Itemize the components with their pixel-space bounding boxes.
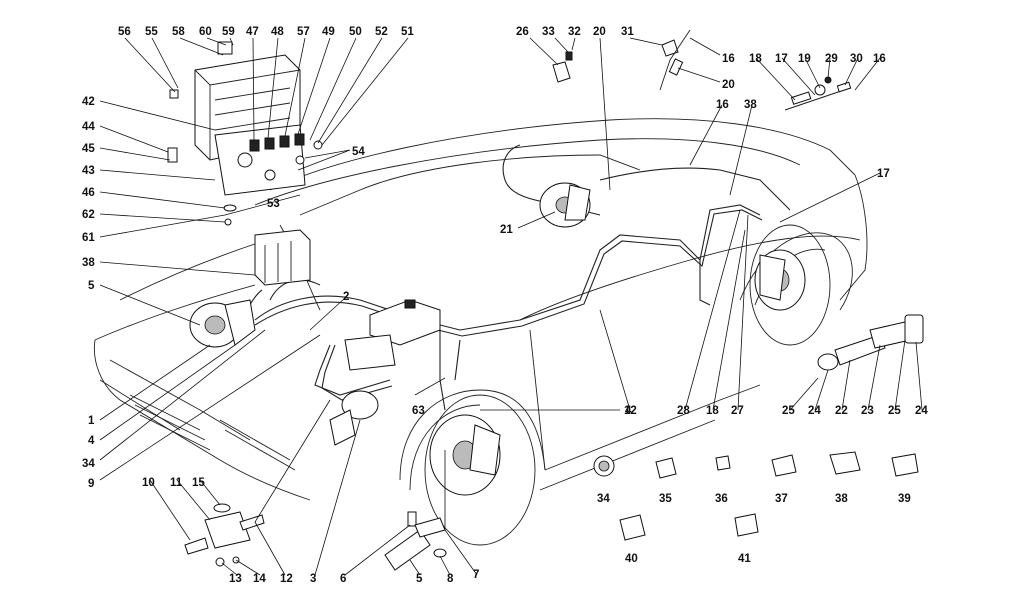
callout-12-right: 12 (624, 405, 637, 417)
callout-14: 14 (253, 573, 266, 585)
callout-57: 57 (297, 26, 310, 38)
callout-6: 6 (340, 573, 346, 585)
callout-22: 22 (835, 405, 848, 417)
callout-16-top: 16 (722, 53, 735, 65)
callout-31: 31 (621, 26, 634, 38)
callout-20-mid: 20 (722, 79, 735, 91)
clip-parts-row (593, 451, 919, 541)
callout-44: 44 (82, 121, 95, 133)
callout-46: 46 (82, 187, 95, 199)
callout-5-left: 5 (88, 280, 95, 292)
callout-23: 23 (861, 405, 874, 417)
callout-63: 63 (412, 405, 425, 417)
callout-53: 53 (267, 198, 280, 210)
callout-15: 15 (192, 477, 205, 489)
callout-11: 11 (170, 477, 183, 489)
callout-41: 41 (738, 553, 751, 565)
callout-33: 33 (542, 26, 555, 38)
callout-32: 32 (568, 26, 581, 38)
callout-61: 61 (82, 232, 95, 244)
callout-25-left: 25 (782, 405, 795, 417)
callout-45: 45 (82, 143, 95, 155)
callout-36: 36 (715, 493, 728, 505)
callout-28: 28 (677, 405, 690, 417)
callout-2: 2 (343, 291, 349, 303)
callout-62: 62 (82, 209, 95, 221)
callout-24-left: 24 (808, 405, 821, 417)
callout-43: 43 (82, 165, 95, 177)
callout-56: 56 (118, 26, 131, 38)
callout-3: 3 (310, 573, 316, 585)
callout-55: 55 (145, 26, 158, 38)
callout-12-left: 12 (280, 573, 293, 585)
callout-38-right: 38 (835, 493, 848, 505)
callout-38-mid: 38 (744, 99, 757, 111)
callout-10: 10 (142, 477, 155, 489)
callout-25-right: 25 (888, 405, 901, 417)
callout-labels: 56 55 58 60 59 47 48 57 49 50 52 51 42 4… (82, 26, 928, 585)
wheel-speed-sensor (384, 511, 447, 571)
callout-19: 19 (798, 53, 811, 65)
brake-cylinder-assembly (817, 314, 924, 371)
callout-48: 48 (271, 26, 284, 38)
callout-39: 39 (898, 493, 911, 505)
brake-pipes (239, 144, 791, 411)
callout-34-left: 34 (82, 458, 95, 470)
callout-26: 26 (516, 26, 529, 38)
callout-30: 30 (850, 53, 863, 65)
callout-18-top: 18 (749, 53, 762, 65)
brake-valve-block (184, 503, 265, 567)
callout-1: 1 (88, 415, 95, 427)
master-cylinder (329, 299, 441, 446)
brake-fittings-top-right (784, 76, 852, 111)
callout-60: 60 (199, 26, 212, 38)
callout-13: 13 (229, 573, 242, 585)
callout-50: 50 (349, 26, 362, 38)
callout-5-bottom: 5 (416, 573, 423, 585)
callout-40: 40 (625, 553, 638, 565)
callout-35: 35 (659, 493, 672, 505)
front-left-brake-disc (189, 299, 256, 348)
callout-9: 9 (88, 478, 94, 490)
rear-left-brake-disc (539, 182, 591, 228)
rear-right-brake-disc (754, 249, 806, 311)
callout-16-mid: 16 (716, 99, 729, 111)
callout-52: 52 (375, 26, 388, 38)
callout-37: 37 (775, 493, 788, 505)
callout-17-top: 17 (775, 53, 788, 65)
callout-16-right: 16 (873, 53, 886, 65)
callout-24-right: 24 (915, 405, 928, 417)
callout-38-left: 38 (82, 257, 95, 269)
callout-17-right: 17 (877, 168, 890, 180)
callout-4-left: 4 (88, 435, 95, 447)
callout-8: 8 (447, 573, 454, 585)
pipe-clamp-parts-top (552, 29, 691, 91)
front-right-brake-disc (429, 414, 501, 496)
callout-29: 29 (825, 53, 838, 65)
callout-51: 51 (401, 26, 414, 38)
callout-4-right: 4 (625, 405, 632, 417)
callout-49: 49 (322, 26, 335, 38)
callout-47: 47 (246, 26, 259, 38)
callout-27: 27 (731, 405, 744, 417)
callout-54: 54 (352, 146, 365, 158)
callout-59: 59 (222, 26, 235, 38)
car-body-outline (93, 118, 868, 546)
callout-21: 21 (500, 224, 513, 236)
callout-20-top: 20 (593, 26, 606, 38)
callout-42: 42 (82, 96, 95, 108)
leader-lines (99, 37, 923, 576)
callout-34-right: 34 (597, 493, 610, 505)
callout-7: 7 (473, 569, 479, 581)
abs-control-unit-exploded (167, 41, 323, 286)
callout-18-bottom: 18 (706, 405, 719, 417)
callout-58: 58 (172, 26, 185, 38)
